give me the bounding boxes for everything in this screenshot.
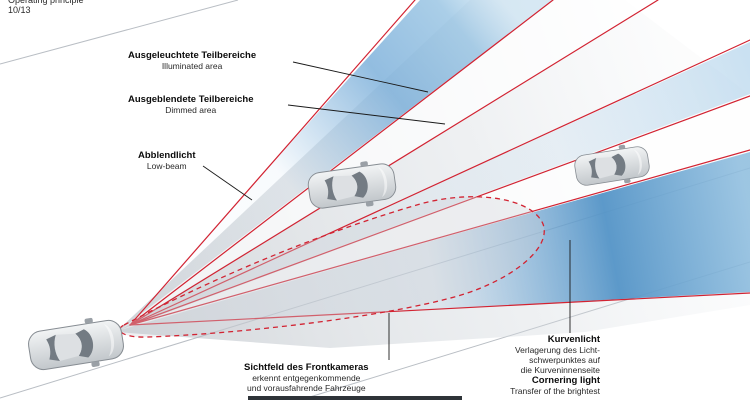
slide-page-number: 10/13	[8, 5, 31, 15]
bottom-crop-bar	[248, 396, 462, 400]
ego-car	[25, 312, 127, 378]
beam-boundary-line	[129, 95, 750, 326]
leader-line-illuminated	[292, 61, 429, 93]
leader-line-dimmed	[287, 104, 446, 125]
beam-boundary-line	[129, 0, 659, 326]
beam-boundary-line	[129, 149, 750, 326]
road-line	[0, 0, 239, 65]
slide-meta: Operating principle 10/13	[8, 0, 84, 15]
beam-boundary-lines	[129, 0, 750, 326]
leader-lines	[202, 61, 571, 360]
leader-line-low-beam	[202, 165, 253, 201]
beam-boundary-line	[129, 39, 750, 326]
beam-boundary-line	[129, 0, 554, 326]
slide-kicker: Operating principle	[8, 0, 84, 5]
camera-fov-outline	[119, 196, 545, 338]
beam-boundary-line	[129, 0, 416, 326]
beam-boundary-line	[129, 292, 750, 326]
